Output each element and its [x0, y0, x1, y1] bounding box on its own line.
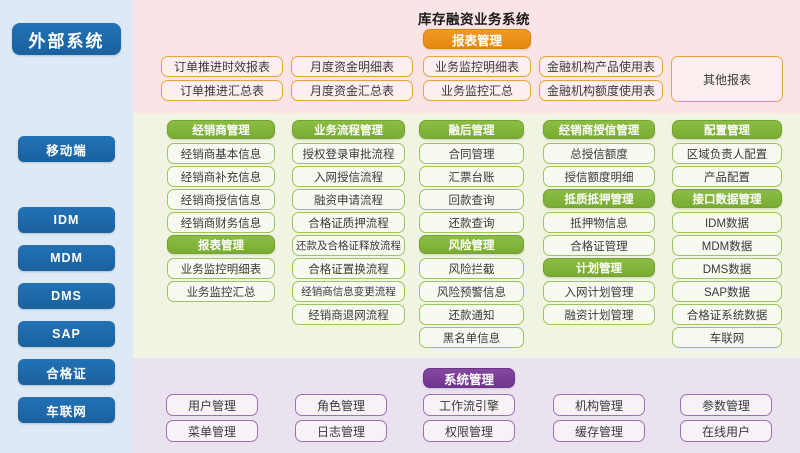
core-node-2-1-1[interactable]: 风险预警信息 [419, 281, 524, 302]
core-node-1-0-2[interactable]: 融资申请流程 [292, 189, 405, 210]
sidebar-item-4[interactable]: DMS [18, 283, 115, 309]
sidebar-item-5[interactable]: SAP [18, 321, 115, 347]
report-node-1-1[interactable]: 月度资金汇总表 [291, 80, 413, 101]
system-node-1-1[interactable]: 日志管理 [295, 420, 387, 442]
system-node-0-0[interactable]: 用户管理 [166, 394, 258, 416]
core-node-2-0-2[interactable]: 回款查询 [419, 189, 524, 210]
system-panel-header[interactable]: 系统管理 [423, 368, 515, 388]
core-node-3-1-0[interactable]: 抵押物信息 [543, 212, 655, 233]
core-node-4-1-0[interactable]: IDM数据 [672, 212, 782, 233]
core-node-2-0-3[interactable]: 还款查询 [419, 212, 524, 233]
system-node-2-1[interactable]: 权限管理 [423, 420, 515, 442]
core-node-0-1-1[interactable]: 业务监控汇总 [167, 281, 275, 302]
external-systems-sidebar: 外部系统 移动端 IDM MDM DMS SAP 合格证车联网 [0, 0, 133, 453]
report-node-3-1[interactable]: 金融机构额度使用表 [539, 80, 663, 101]
core-node-4-1-5[interactable]: 车联网 [672, 327, 782, 348]
core-node-4-0-0[interactable]: 区域负责人配置 [672, 143, 782, 164]
core-node-0-0-2[interactable]: 经销商授信信息 [167, 189, 275, 210]
core-node-0-0-1[interactable]: 经销商补充信息 [167, 166, 275, 187]
core-group-header-4-1[interactable]: 接口数据管理 [672, 189, 782, 208]
core-group-header-1-0[interactable]: 业务流程管理 [292, 120, 405, 139]
sidebar-item-2[interactable]: IDM [18, 207, 115, 233]
report-node-0-1[interactable]: 订单推进汇总表 [161, 80, 283, 101]
system-node-0-1[interactable]: 菜单管理 [166, 420, 258, 442]
report-node-2-0[interactable]: 业务监控明细表 [423, 56, 531, 77]
report-node-3-0[interactable]: 金融机构产品使用表 [539, 56, 663, 77]
core-group-header-3-1[interactable]: 抵质抵押管理 [543, 189, 655, 208]
sidebar-item-3[interactable]: MDM [18, 245, 115, 271]
core-node-1-0-3[interactable]: 合格证质押流程 [292, 212, 405, 233]
core-node-1-0-4[interactable]: 还款及合格证释放流程 [292, 235, 405, 256]
report-node-0-0[interactable]: 订单推进时效报表 [161, 56, 283, 77]
core-group-header-0-1[interactable]: 报表管理 [167, 235, 275, 254]
core-node-2-0-1[interactable]: 汇票台账 [419, 166, 524, 187]
core-node-0-0-3[interactable]: 经销商财务信息 [167, 212, 275, 233]
core-group-header-3-2[interactable]: 计划管理 [543, 258, 655, 277]
core-node-0-1-0[interactable]: 业务监控明细表 [167, 258, 275, 279]
core-node-1-0-6[interactable]: 经销商信息变更流程 [292, 281, 405, 302]
report-node-2-1[interactable]: 业务监控汇总 [423, 80, 531, 101]
sidebar-title-external-systems: 外部系统 [12, 23, 121, 55]
system-node-2-0[interactable]: 工作流引擎 [423, 394, 515, 416]
core-node-0-0-0[interactable]: 经销商基本信息 [167, 143, 275, 164]
system-node-4-0[interactable]: 参数管理 [680, 394, 772, 416]
core-node-2-1-0[interactable]: 风险拦截 [419, 258, 524, 279]
system-node-4-1[interactable]: 在线用户 [680, 420, 772, 442]
core-group-header-0-0[interactable]: 经销商管理 [167, 120, 275, 139]
core-node-3-2-0[interactable]: 入网计划管理 [543, 281, 655, 302]
core-group-header-3-0[interactable]: 经销商授信管理 [543, 120, 655, 139]
core-node-4-1-1[interactable]: MDM数据 [672, 235, 782, 256]
core-node-4-1-3[interactable]: SAP数据 [672, 281, 782, 302]
sidebar-item-6[interactable]: 合格证 [18, 359, 115, 385]
core-node-3-2-1[interactable]: 融资计划管理 [543, 304, 655, 325]
core-node-2-0-0[interactable]: 合同管理 [419, 143, 524, 164]
core-node-2-1-2[interactable]: 还款通知 [419, 304, 524, 325]
system-node-3-1[interactable]: 缓存管理 [553, 420, 645, 442]
core-node-1-0-7[interactable]: 经销商退网流程 [292, 304, 405, 325]
core-node-1-0-5[interactable]: 合格证置换流程 [292, 258, 405, 279]
core-node-3-0-1[interactable]: 授信额度明细 [543, 166, 655, 187]
core-node-1-0-1[interactable]: 入网授信流程 [292, 166, 405, 187]
core-node-2-1-3[interactable]: 黑名单信息 [419, 327, 524, 348]
core-node-4-1-2[interactable]: DMS数据 [672, 258, 782, 279]
core-group-header-2-1[interactable]: 风险管理 [419, 235, 524, 254]
core-node-4-1-4[interactable]: 合格证系统数据 [672, 304, 782, 325]
core-group-header-4-0[interactable]: 配置管理 [672, 120, 782, 139]
page-title: 库存融资业务系统 [418, 12, 530, 27]
core-node-3-1-1[interactable]: 合格证管理 [543, 235, 655, 256]
report-node-1-0[interactable]: 月度资金明细表 [291, 56, 413, 77]
report-node-other[interactable]: 其他报表 [671, 56, 783, 102]
core-group-header-2-0[interactable]: 融后管理 [419, 120, 524, 139]
core-node-1-0-0[interactable]: 授权登录审批流程 [292, 143, 405, 164]
core-node-3-0-0[interactable]: 总授信额度 [543, 143, 655, 164]
report-panel-header[interactable]: 报表管理 [423, 29, 531, 49]
core-node-4-0-1[interactable]: 产品配置 [672, 166, 782, 187]
sidebar-item-1[interactable]: 移动端 [18, 136, 115, 162]
system-node-3-0[interactable]: 机构管理 [553, 394, 645, 416]
system-node-1-0[interactable]: 角色管理 [295, 394, 387, 416]
sidebar-item-7[interactable]: 车联网 [18, 397, 115, 423]
